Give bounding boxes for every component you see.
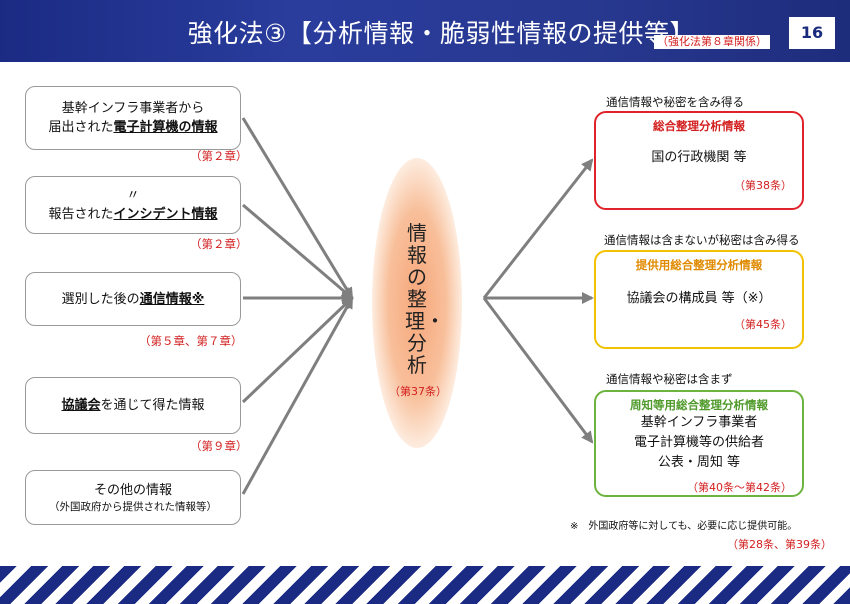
footer-stripes — [0, 566, 850, 604]
arrow-output-1 — [482, 158, 594, 299]
source-text: 協議会を通じて得た情報 — [61, 398, 205, 413]
source-note: （外国政府から提供された情報等） — [49, 500, 217, 513]
arrow-source-5 — [241, 296, 354, 495]
source-text: 選別した後の通信情報※ — [61, 291, 205, 307]
output-caption: 通信情報や秘密を含み得る — [606, 95, 744, 109]
arrow-output-3 — [482, 297, 594, 444]
source-text: 基幹インフラ事業者から — [61, 101, 205, 116]
source-text: その他の情報 — [93, 482, 172, 498]
source-text: 届出された電子計算機の情報 — [48, 120, 218, 135]
source-chapter: （第２章） — [190, 237, 248, 251]
analysis-chapter: （第37条） — [389, 385, 447, 398]
source-box-comm-info: 選別した後の通信情報※ — [25, 272, 241, 326]
header-bar: 強化法③【分析情報・脆弱性情報の提供等】 （強化法第８章関係） 16 — [0, 0, 850, 62]
output-recipient: 協議会の構成員 等（※） — [626, 291, 772, 306]
page-title: 強化法③【分析情報・脆弱性情報の提供等】 — [187, 19, 695, 48]
source-chapter: （第５章、第７章） — [139, 334, 243, 348]
output-recipient: 基幹インフラ事業者 — [640, 415, 758, 430]
output-recipient: 国の行政機関 等 — [651, 150, 747, 165]
center-highlight — [372, 158, 462, 448]
output-caption: 通信情報は含まないが秘密は含み得る — [604, 233, 800, 247]
output-caption: 通信情報や秘密は含まず — [606, 372, 733, 386]
ditto-mark: 〃 — [126, 188, 140, 203]
source-box-council-info: 協議会を通じて得た情報 — [25, 377, 241, 434]
output-recipient: 公表・周知 等 — [657, 455, 741, 470]
output-chapter: （第45条） — [734, 318, 792, 331]
source-chapter: （第９章） — [190, 439, 248, 453]
output-box-comprehensive: 総合整理分析情報 国の行政機関 等 （第38条） — [594, 111, 804, 210]
output-recipient: 電子計算機等の供給者 — [633, 435, 764, 450]
output-chapter: （第38条） — [734, 179, 792, 192]
output-chapter: （第40条～第42条） — [687, 481, 792, 494]
output-title: 総合整理分析情報 — [653, 119, 745, 133]
arrow-source-4 — [241, 296, 354, 404]
source-box-device-info: 基幹インフラ事業者から 届出された電子計算機の情報 — [25, 86, 241, 150]
source-box-incident-info: 〃 報告されたインシデント情報 — [25, 176, 241, 234]
output-title: 周知等用総合整理分析情報 — [630, 398, 768, 412]
arrow-source-2 — [242, 203, 354, 300]
output-box-provision: 提供用総合整理分析情報 協議会の構成員 等（※） （第45条） — [594, 250, 804, 349]
footnote: ※ 外国政府等に対しても、必要に応じ提供可能。 — [570, 521, 798, 532]
arrow-source-1 — [241, 117, 354, 300]
source-text: 報告されたインシデント情報 — [48, 207, 218, 222]
footnote-chapter: （第28条、第39条） — [727, 538, 832, 551]
page-subtitle: （強化法第８章関係） — [654, 35, 770, 49]
output-title: 提供用総合整理分析情報 — [635, 258, 763, 272]
output-box-publication: 周知等用総合整理分析情報 基幹インフラ事業者 電子計算機等の供給者 公表・周知 … — [594, 390, 804, 497]
analysis-label: 情報の整理・分析 — [405, 221, 445, 377]
source-box-other-info: その他の情報 （外国政府から提供された情報等） — [25, 470, 241, 525]
source-chapter: （第２章） — [190, 149, 248, 163]
page-number: 16 — [789, 17, 835, 49]
